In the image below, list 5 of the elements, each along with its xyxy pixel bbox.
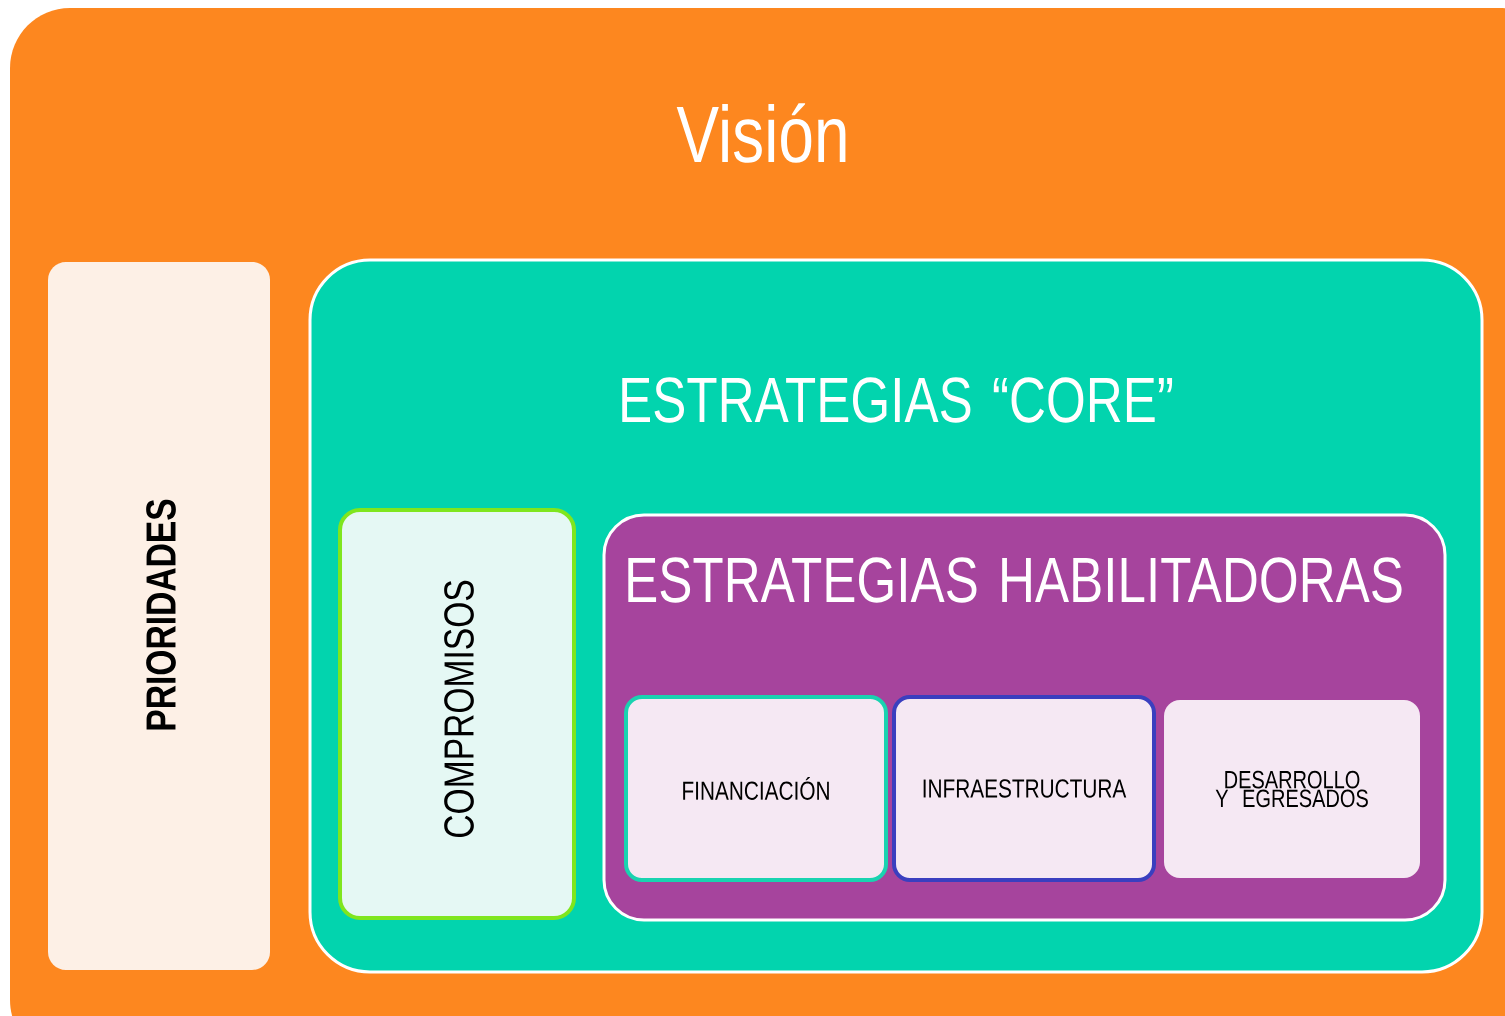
strategy-box: FINANCIACIÓN	[624, 695, 888, 882]
strategy-box: INFRAESTRUCTURA	[892, 695, 1156, 882]
priority-box: PRIORIDADES	[48, 262, 270, 970]
strategy-box: DESARROLLO Y EGRESADOS	[1164, 700, 1420, 878]
commitments-box: COMPROMISOS	[338, 508, 576, 920]
